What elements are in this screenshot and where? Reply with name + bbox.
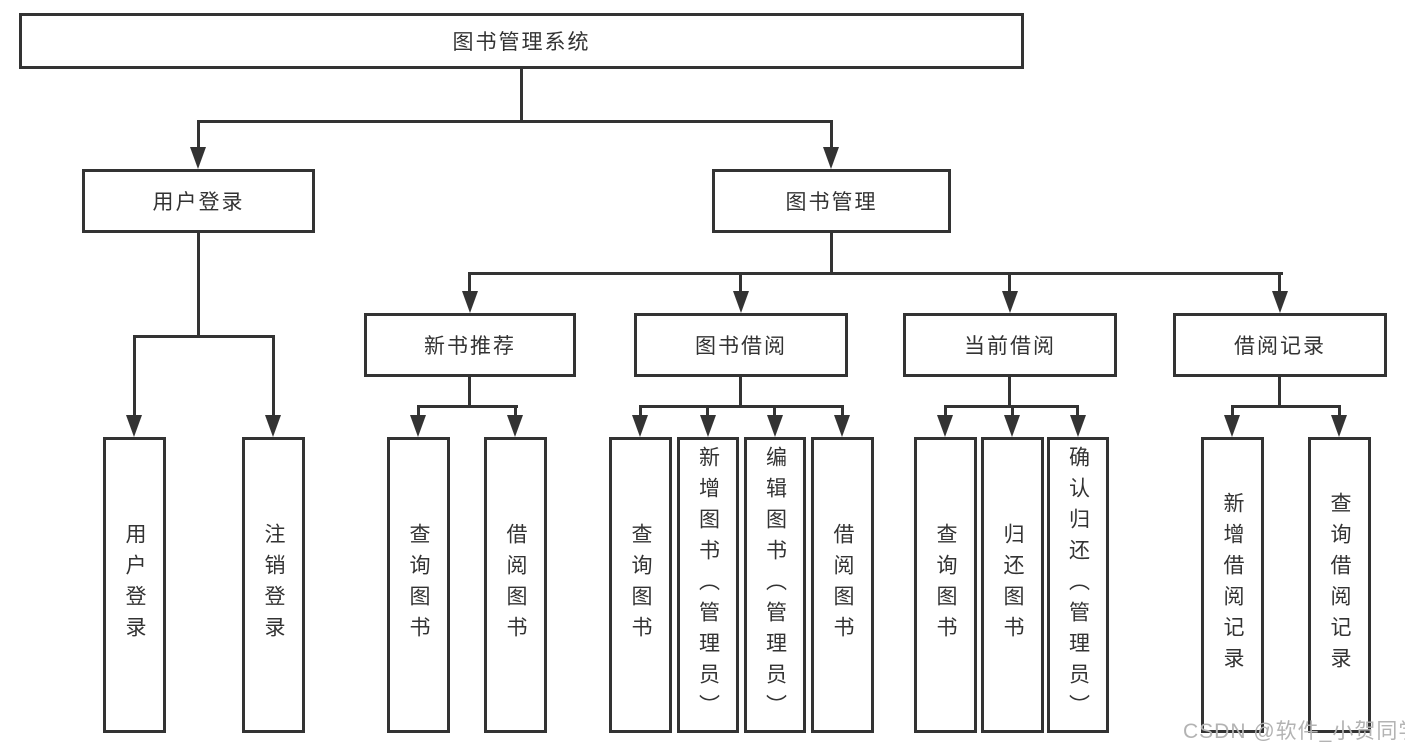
leaf-confirm-return-admin-label: 确认归还（管理员） xyxy=(1066,445,1090,725)
node-book-borrowing: 图书借阅 xyxy=(634,313,848,377)
node-book-management: 图书管理 xyxy=(712,169,951,233)
connector-new-book-distributor xyxy=(417,405,518,408)
leaf-query-book-label: 查询图书 xyxy=(407,523,430,647)
node-user-login: 用户登录 xyxy=(82,169,315,233)
connector-drop-leaf-user-login xyxy=(133,335,136,417)
connector-drop xyxy=(417,405,420,417)
watermark: CSDN @软件_小贺同学 xyxy=(1183,720,1405,743)
node-current-borrowing: 当前借阅 xyxy=(903,313,1117,377)
leaf-add-borrow-record-label: 新增借阅记录 xyxy=(1221,492,1244,678)
leaf-user-login-label: 用户登录 xyxy=(123,523,146,647)
leaf-borrow-book-label: 借阅图书 xyxy=(831,523,854,647)
node-book-borrowing-label: 图书借阅 xyxy=(695,335,787,358)
leaf-query-book-label: 查询图书 xyxy=(934,523,957,647)
connector-drop xyxy=(841,405,844,417)
node-borrowing-records-label: 借阅记录 xyxy=(1234,335,1326,358)
connector-borrowing-records-distributor xyxy=(1231,405,1341,408)
leaf-query-book-label: 查询图书 xyxy=(629,523,652,647)
leaf-query-book-current: 查询图书 xyxy=(914,437,977,733)
leaf-logout: 注销登录 xyxy=(242,437,305,733)
connector-drop-book-management xyxy=(830,120,833,149)
connector-drop-borrowing-records xyxy=(1278,272,1281,293)
connector-drop xyxy=(944,405,947,417)
leaf-borrow-book-borrowing: 借阅图书 xyxy=(811,437,874,733)
arrow-down-icon xyxy=(410,415,426,437)
node-root-label: 图书管理系统 xyxy=(452,31,591,54)
arrow-down-icon xyxy=(190,147,206,169)
node-book-management-label: 图书管理 xyxy=(785,191,878,214)
arrow-down-icon xyxy=(1004,415,1020,437)
arrow-down-icon xyxy=(265,415,281,437)
leaf-add-book-admin-label: 新增图书（管理员） xyxy=(696,445,720,725)
leaf-add-borrow-record: 新增借阅记录 xyxy=(1201,437,1264,733)
connector-book-borrowing-stub xyxy=(739,377,742,408)
arrow-down-icon xyxy=(126,415,142,437)
arrow-down-icon xyxy=(1331,415,1347,437)
arrow-down-icon xyxy=(733,291,749,313)
arrow-down-icon xyxy=(632,415,648,437)
arrow-down-icon xyxy=(1272,291,1288,313)
connector-root-distributor xyxy=(197,120,833,123)
connector-book-management-distributor xyxy=(468,272,1283,275)
leaf-borrow-book-recommend: 借阅图书 xyxy=(484,437,547,733)
connector-new-book-stub xyxy=(468,377,471,408)
arrow-down-icon xyxy=(1002,291,1018,313)
arrow-down-icon xyxy=(1224,415,1240,437)
connector-user-login-stub xyxy=(197,233,200,337)
leaf-query-book-recommend: 查询图书 xyxy=(387,437,450,733)
leaf-return-book: 归还图书 xyxy=(981,437,1044,733)
arrow-down-icon xyxy=(507,415,523,437)
leaf-add-book-admin: 新增图书（管理员） xyxy=(677,437,739,733)
connector-drop xyxy=(639,405,642,417)
connector-drop xyxy=(706,405,709,417)
connector-drop-user-login xyxy=(197,120,200,149)
arrow-down-icon xyxy=(937,415,953,437)
arrow-down-icon xyxy=(834,415,850,437)
arrow-down-icon xyxy=(462,291,478,313)
arrow-down-icon xyxy=(1070,415,1086,437)
connector-drop xyxy=(1338,405,1341,417)
node-new-book-recommend-label: 新书推荐 xyxy=(424,335,516,358)
connector-drop-current-borrowing xyxy=(1008,272,1011,293)
node-current-borrowing-label: 当前借阅 xyxy=(964,335,1056,358)
connector-root-stub xyxy=(520,69,523,120)
arrow-down-icon xyxy=(823,147,839,169)
arrow-down-icon xyxy=(767,415,783,437)
node-root-library-system: 图书管理系统 xyxy=(19,13,1024,69)
connector-current-borrowing-stub xyxy=(1008,377,1011,408)
leaf-edit-book-admin: 编辑图书（管理员） xyxy=(744,437,806,733)
leaf-user-login: 用户登录 xyxy=(103,437,166,733)
node-user-login-label: 用户登录 xyxy=(152,191,245,214)
leaf-query-book-borrowing: 查询图书 xyxy=(609,437,672,733)
connector-borrowing-records-stub xyxy=(1278,377,1281,408)
connector-drop xyxy=(514,405,517,417)
leaf-query-borrow-record-label: 查询借阅记录 xyxy=(1328,492,1351,678)
connector-drop-new-book-recommend xyxy=(468,272,471,293)
connector-drop-leaf-logout xyxy=(272,335,275,417)
connector-drop xyxy=(773,405,776,417)
connector-book-management-stub xyxy=(830,233,833,275)
connector-drop xyxy=(1076,405,1079,417)
arrow-down-icon xyxy=(700,415,716,437)
connector-drop xyxy=(1011,405,1014,417)
connector-drop xyxy=(1231,405,1234,417)
connector-drop-book-borrowing xyxy=(739,272,742,293)
connector-user-login-distributor xyxy=(133,335,275,338)
leaf-logout-label: 注销登录 xyxy=(262,523,285,647)
leaf-borrow-book-label: 借阅图书 xyxy=(504,523,527,647)
leaf-query-borrow-record: 查询借阅记录 xyxy=(1308,437,1371,733)
node-new-book-recommend: 新书推荐 xyxy=(364,313,576,377)
connector-book-borrowing-distributor xyxy=(639,405,844,408)
leaf-confirm-return-admin: 确认归还（管理员） xyxy=(1047,437,1109,733)
leaf-edit-book-admin-label: 编辑图书（管理员） xyxy=(763,445,787,725)
node-borrowing-records: 借阅记录 xyxy=(1173,313,1387,377)
leaf-return-book-label: 归还图书 xyxy=(1001,523,1024,647)
